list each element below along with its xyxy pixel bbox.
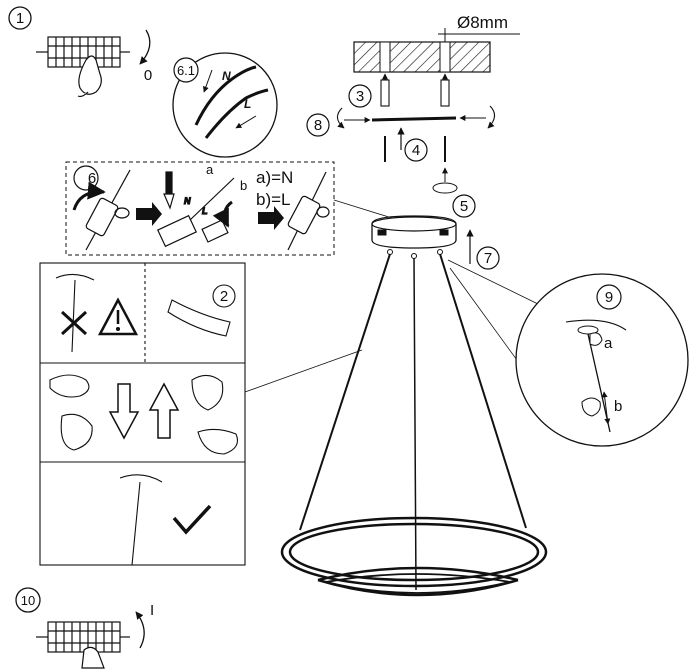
step-6-connection-panel: 6 N L a b a)=N b)=L	[65, 161, 393, 256]
protective-strip-icon	[167, 299, 231, 337]
step-5-number: 5	[460, 198, 468, 215]
wire-l-label: L	[244, 97, 251, 111]
raise-arrow-icon	[148, 382, 180, 439]
wire-b-equals-l: b)=L	[256, 190, 291, 209]
terminal-n-label: N	[184, 196, 191, 206]
step-7-number: 7	[484, 250, 492, 267]
switch-on-arrow	[135, 611, 145, 649]
step-1-number: 1	[16, 10, 24, 27]
step-10-number: 10	[21, 593, 35, 608]
rotate-arrow-icon	[72, 181, 106, 211]
step-8-number: 8	[314, 117, 322, 134]
switch-on-label: I	[150, 602, 154, 619]
step-6-1-wire-detail: 6.1 N L	[172, 52, 278, 158]
cable-step-b-label: b	[614, 398, 622, 415]
rotation-ring-icon	[432, 182, 458, 194]
arrow-right-2	[258, 206, 284, 230]
hand-icon	[77, 55, 102, 98]
hands-holding-icon	[49, 374, 239, 455]
hand-icon-2	[81, 646, 105, 669]
finger-press-icon	[589, 332, 603, 346]
inner-ring	[317, 566, 519, 597]
breaker-panel-icon-2	[36, 621, 130, 653]
bracket-icon	[371, 116, 457, 122]
rotate-arrow-icon-2	[212, 200, 233, 228]
switch-off-arrow	[139, 29, 151, 65]
suspension-cable-right	[439, 253, 527, 529]
arrow-right-1	[136, 202, 162, 226]
step-6-number: 6	[88, 170, 96, 187]
step-4-number: 4	[412, 142, 420, 159]
lower-arrow-icon	[108, 383, 140, 440]
mounting-hardware: 3 8 4 5	[306, 79, 496, 218]
step-2-number: 2	[220, 288, 228, 305]
pendant-lamp: 7	[280, 215, 548, 597]
screw-icon	[384, 136, 446, 162]
wire-n-label: N	[222, 69, 231, 83]
terminal-block-icon: N L	[156, 171, 235, 248]
wire-a-label: a	[206, 162, 214, 177]
switch-off-label: 0	[144, 67, 152, 84]
suspension-cable-center	[413, 257, 417, 591]
outer-ring	[280, 516, 548, 588]
ceiling-detail: Ø8mm	[353, 13, 520, 92]
rotate-left-icon	[336, 107, 345, 129]
step-10-breaker-on: 10 I	[15, 587, 154, 669]
wire-b-label: b	[240, 178, 247, 193]
terminal-l-label: L	[202, 206, 208, 216]
gripper-icon	[581, 397, 601, 417]
cable-bundle-left	[85, 169, 131, 251]
wall-plug-icon	[380, 79, 450, 107]
warning-icon	[97, 297, 139, 336]
wire-a-equals-n: a)=N	[256, 168, 293, 187]
breaker-panel-icon	[36, 36, 130, 68]
prohibited-icon	[60, 310, 88, 336]
step-9-adjustment-detail: 9 a b	[447, 259, 689, 447]
step-2-safety-grid: 2	[39, 262, 363, 566]
checkmark-icon	[172, 504, 212, 535]
cable-bundle-right	[287, 171, 330, 251]
step-6-1-number: 6.1	[177, 63, 195, 78]
step-3-number: 3	[356, 88, 364, 105]
cable-step-a-label: a	[604, 335, 613, 352]
step-9-number: 9	[605, 289, 613, 306]
rotate-right-icon	[487, 105, 496, 129]
step-1-breaker-off: 1 0	[8, 6, 152, 98]
suspension-cable-left	[299, 253, 391, 531]
drill-diameter-label: Ø8mm	[457, 13, 508, 32]
